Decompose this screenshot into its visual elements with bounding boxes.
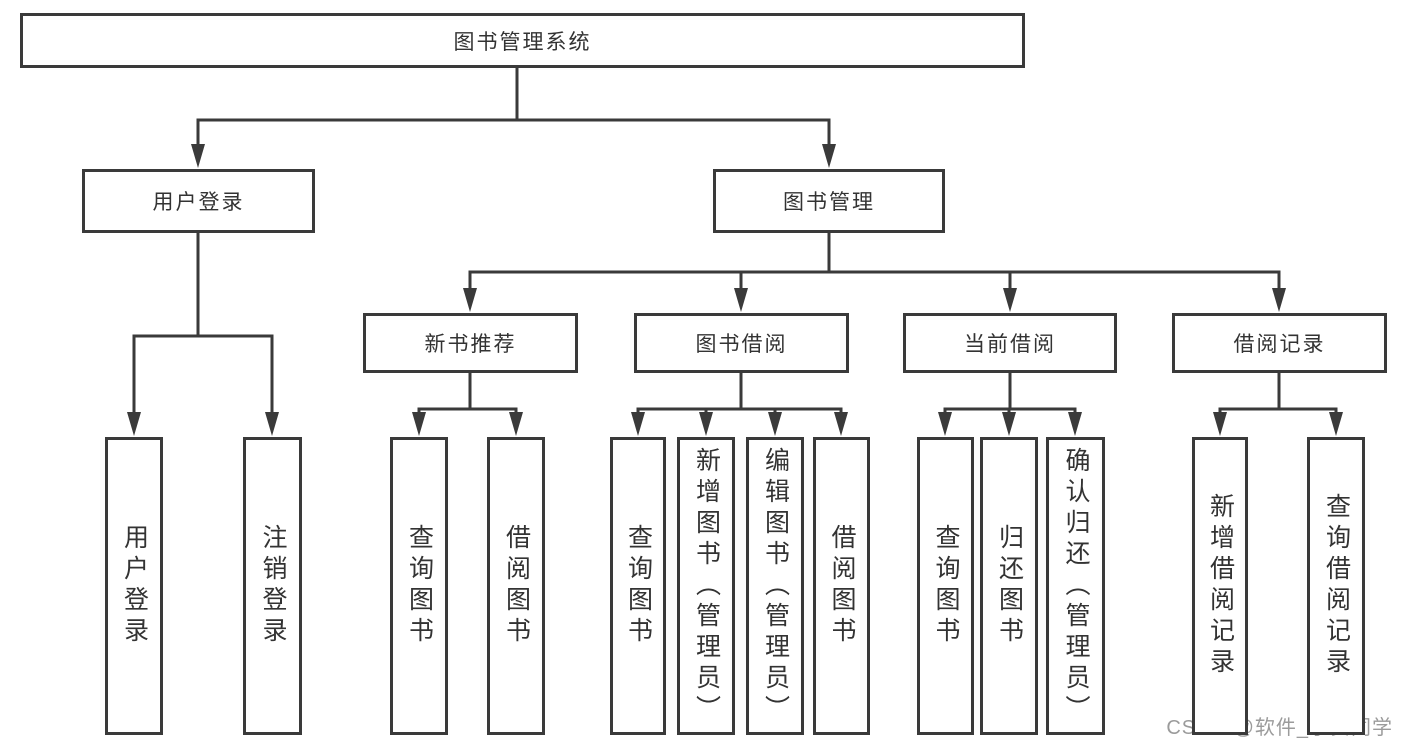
- node-label-add-books-admin: 新增图书（管理员）: [692, 446, 721, 726]
- arrowhead-book-management-1: [734, 288, 748, 312]
- arrowhead-current-borrowing-1: [1002, 412, 1016, 436]
- node-label-borrowing-records: 借阅记录: [1233, 333, 1326, 356]
- connector-from-borrowing-records: [1218, 371, 1338, 423]
- node-label-current-borrowing: 当前借阅: [964, 333, 1056, 356]
- node-label-library-management-system: 图书管理系统: [453, 30, 592, 54]
- arrowhead-book-borrowing-0: [631, 412, 645, 436]
- node-label-borrow-books-borrowing: 借阅图书: [828, 524, 856, 648]
- node-return-books: 归还图书: [980, 437, 1038, 735]
- node-label-edit-books-admin: 编辑图书（管理员）: [761, 446, 790, 726]
- node-query-books-borrowing: 查询图书: [610, 437, 666, 735]
- arrowhead-library-management-system-0: [191, 144, 205, 168]
- node-label-new-book-recommendation: 新书推荐: [424, 333, 517, 356]
- arrowhead-borrowing-records-1: [1329, 412, 1343, 436]
- connector-from-new-book-recommendation: [417, 371, 518, 423]
- arrowhead-new-book-recommendation-0: [412, 412, 426, 436]
- connector-from-current-borrowing: [943, 371, 1077, 423]
- node-book-management: 图书管理: [713, 169, 945, 233]
- arrowhead-user-login-1: [265, 412, 279, 436]
- node-new-book-recommendation: 新书推荐: [363, 313, 578, 373]
- arrowhead-borrowing-records-0: [1213, 412, 1227, 436]
- node-book-borrowing: 图书借阅: [634, 313, 849, 373]
- connector-from-library-management-system: [196, 66, 831, 155]
- node-label-logout: 注销登录: [259, 524, 287, 648]
- node-query-borrowing-record: 查询借阅记录: [1307, 437, 1365, 735]
- node-borrowing-records: 借阅记录: [1172, 313, 1387, 373]
- node-logout: 注销登录: [243, 437, 302, 735]
- node-borrow-books-recommend: 借阅图书: [487, 437, 545, 735]
- node-label-query-books-recommend: 查询图书: [405, 524, 434, 648]
- node-label-user-login-action: 用户登录: [120, 524, 149, 648]
- connector-from-book-borrowing: [636, 371, 843, 423]
- arrowhead-book-borrowing-1: [699, 412, 713, 436]
- node-borrow-books-borrowing: 借阅图书: [813, 437, 870, 735]
- arrowhead-library-management-system-1: [822, 144, 836, 168]
- node-label-query-books-current: 查询图书: [932, 524, 960, 648]
- node-edit-books-admin: 编辑图书（管理员）: [746, 437, 804, 735]
- arrowhead-book-management-2: [1003, 288, 1017, 312]
- node-label-add-borrowing-record: 新增借阅记录: [1206, 493, 1235, 679]
- node-confirm-return-admin: 确认归还（管理员）: [1046, 437, 1105, 735]
- arrowhead-book-borrowing-2: [768, 412, 782, 436]
- arrowhead-user-login-0: [127, 412, 141, 436]
- arrowhead-new-book-recommendation-1: [509, 412, 523, 436]
- node-label-confirm-return-admin: 确认归还（管理员）: [1062, 446, 1090, 726]
- node-user-login-action: 用户登录: [105, 437, 163, 735]
- arrowhead-book-management-3: [1272, 288, 1286, 312]
- node-query-books-recommend: 查询图书: [390, 437, 448, 735]
- node-current-borrowing: 当前借阅: [903, 313, 1117, 373]
- node-user-login: 用户登录: [82, 169, 315, 233]
- node-library-management-system: 图书管理系统: [20, 13, 1025, 68]
- arrowhead-current-borrowing-2: [1068, 412, 1082, 436]
- node-label-return-books: 归还图书: [995, 524, 1024, 648]
- node-add-books-admin: 新增图书（管理员）: [677, 437, 735, 735]
- connector-from-book-management: [468, 231, 1281, 299]
- node-label-book-management: 图书管理: [783, 191, 875, 214]
- arrowhead-book-management-0: [463, 288, 477, 312]
- arrowhead-current-borrowing-0: [938, 412, 952, 436]
- node-add-borrowing-record: 新增借阅记录: [1192, 437, 1248, 735]
- arrowhead-book-borrowing-3: [834, 412, 848, 436]
- node-label-book-borrowing: 图书借阅: [695, 333, 788, 356]
- node-label-query-borrowing-record: 查询借阅记录: [1322, 493, 1351, 679]
- node-label-borrow-books-recommend: 借阅图书: [502, 524, 531, 648]
- node-label-user-login: 用户登录: [152, 191, 245, 214]
- connector-from-user-login: [132, 231, 274, 423]
- node-query-books-current: 查询图书: [917, 437, 974, 735]
- node-label-query-books-borrowing: 查询图书: [624, 524, 653, 648]
